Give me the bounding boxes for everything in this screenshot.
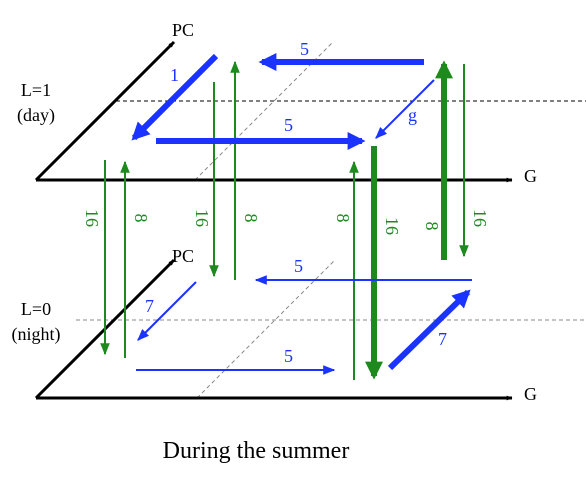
vert-2-up-rate: 8: [241, 214, 261, 223]
night-diagonal-dashed-line: [196, 259, 336, 399]
night-diag-left-rate: 7: [145, 296, 154, 316]
day-diag-right-arrow: [375, 79, 435, 139]
day-state-sublabel: (day): [17, 105, 55, 126]
night-back-left-rate: 5: [294, 256, 303, 276]
night-state-label: L=0: [21, 299, 51, 319]
vert-2-down-rate: 16: [192, 209, 212, 227]
vert-4-up-rate: 8: [422, 222, 442, 231]
night-state-sublabel: (night): [12, 324, 61, 345]
vert-4-down-rate: 16: [470, 209, 490, 227]
night-g-axis-label: G: [524, 384, 537, 404]
night-diag-right-rate: 7: [438, 329, 447, 349]
day-diag-right-rate: g: [408, 105, 417, 125]
day-pc-axis-label: PC: [172, 20, 194, 40]
night-diag-left-arrow: [137, 281, 197, 341]
day-diag-left-rate: 1: [170, 65, 179, 85]
day-g-axis-label: G: [524, 166, 537, 186]
day-diag-left-arrow: [131, 53, 219, 141]
diagram-caption: During the summer: [163, 438, 350, 464]
day-state-label: L=1: [21, 80, 51, 100]
night-pc-axis-label: PC: [172, 246, 194, 266]
night-diag-right-arrow: [387, 289, 471, 371]
day-front-rate: 5: [284, 115, 293, 135]
vert-3-down-rate: 16: [382, 217, 402, 235]
vert-3-up-rate: 8: [333, 214, 353, 223]
vert-1-down-rate: 16: [82, 209, 102, 227]
night-front-rate: 5: [284, 346, 293, 366]
day-pc-axis: [34, 40, 176, 182]
day-back-left-rate: 5: [300, 39, 309, 59]
vert-1-up-rate: 8: [131, 214, 151, 223]
